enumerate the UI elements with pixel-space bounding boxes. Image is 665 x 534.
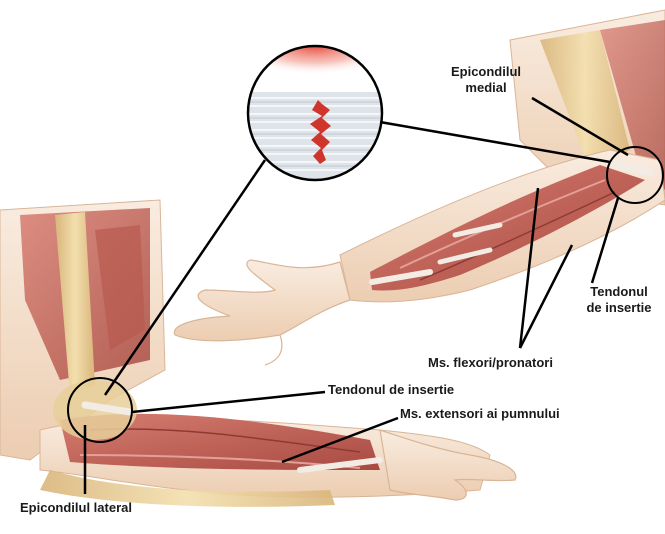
label-extensori-pumnului: Ms. extensori ai pumnului [400, 406, 560, 422]
label-tendon-right: Tendonul de insertie [574, 284, 664, 316]
label-epicondil-lateral: Epicondilul lateral [20, 500, 132, 516]
label-epicondil-medial-line2: medial [436, 80, 536, 96]
label-tendon-right-line2: de insertie [574, 300, 664, 316]
label-tendon-right-line1: Tendonul [574, 284, 664, 300]
label-epicondil-medial-line1: Epicondilul [436, 64, 536, 80]
label-flexori-pronatori: Ms. flexori/pronatori [428, 355, 553, 371]
tendon-insertie-pointer [132, 392, 325, 412]
zoom-inset [245, 45, 385, 182]
label-epicondil-medial: Epicondilul medial [436, 64, 536, 96]
label-tendon-insertie: Tendonul de insertie [328, 382, 454, 398]
